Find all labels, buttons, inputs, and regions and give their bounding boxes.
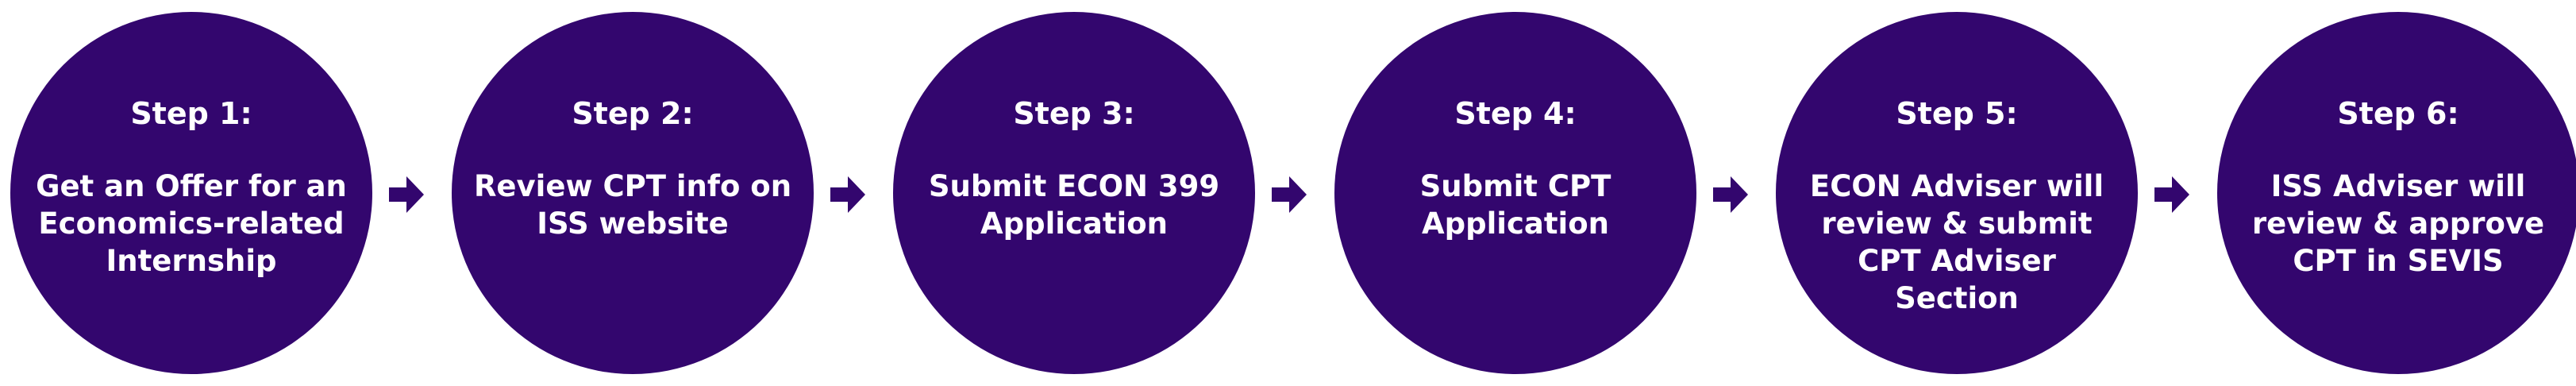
arrow-right-icon bbox=[1272, 176, 1307, 213]
step-2-circle: Step 2: Review CPT info on ISS website bbox=[452, 12, 814, 374]
step-3-title: Step 3: bbox=[1013, 96, 1135, 131]
arrow-right-icon bbox=[1713, 176, 1748, 213]
arrow-right-icon bbox=[2154, 176, 2189, 213]
step-3-description: Submit ECON 399 Application bbox=[928, 169, 1220, 241]
step-4-title: Step 4: bbox=[1454, 96, 1577, 131]
step-2-description: Review CPT info on ISS website bbox=[473, 169, 792, 241]
step-6-title: Step 6: bbox=[2337, 96, 2459, 131]
step-5-circle: Step 5: ECON Adviser will review & submi… bbox=[1776, 12, 2138, 374]
step-6-description: ISS Adviser will review & approve CPT in… bbox=[2251, 169, 2545, 278]
step-6-circle: Step 6: ISS Adviser will review & approv… bbox=[2217, 12, 2576, 374]
step-4-circle: Step 4: Submit CPT Application bbox=[1334, 12, 1696, 374]
step-5-title: Step 5: bbox=[1896, 96, 2018, 131]
step-2-title: Step 2: bbox=[572, 96, 694, 131]
step-4-description: Submit CPT Application bbox=[1419, 169, 1611, 241]
step-1-description: Get an Offer for an Economics-related In… bbox=[36, 169, 347, 278]
step-5-description: ECON Adviser will review & submit CPT Ad… bbox=[1809, 169, 2104, 315]
step-3-circle: Step 3: Submit ECON 399 Application bbox=[893, 12, 1255, 374]
arrow-right-icon bbox=[830, 176, 865, 213]
arrow-right-icon bbox=[389, 176, 424, 213]
step-1-title: Step 1: bbox=[130, 96, 252, 131]
step-1-circle: Step 1: Get an Offer for an Economics-re… bbox=[10, 12, 372, 374]
